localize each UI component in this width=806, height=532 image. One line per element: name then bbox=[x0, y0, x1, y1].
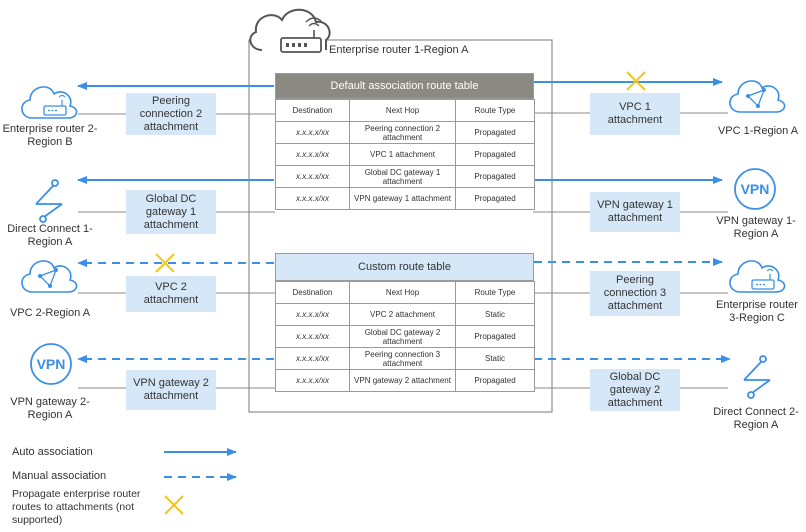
default-header-destination: Destination bbox=[275, 99, 350, 122]
table-cell: Propagated bbox=[455, 369, 535, 392]
er2-label: Enterprise router 2-Region B bbox=[2, 123, 98, 148]
custom-route-table: Destination Next Hop Route Type x.x.x.x/… bbox=[275, 281, 535, 392]
vpn-glyph-right: VPN bbox=[740, 181, 770, 197]
vpc2-label: VPC 2-Region A bbox=[9, 307, 91, 319]
dc2-icon bbox=[743, 355, 771, 399]
cross-icon-vpc2 bbox=[155, 253, 175, 273]
custom-table-title: Custom route table bbox=[275, 253, 534, 281]
vpngw2-label: VPN gateway 2-Region A bbox=[10, 396, 90, 421]
table-cell: x.x.x.x/xx bbox=[275, 325, 350, 348]
router-cloud-icon bbox=[249, 8, 331, 53]
dc2-label: Direct Connect 2-Region A bbox=[713, 406, 799, 431]
table-cell: VPN gateway 2 attachment bbox=[349, 369, 456, 392]
table-cell: Propagated bbox=[455, 143, 535, 166]
table-cell: x.x.x.x/xx bbox=[275, 187, 350, 210]
vpngw2-icon bbox=[30, 343, 72, 385]
table-row: x.x.x.x/xx VPN gateway 1 attachment Prop… bbox=[275, 187, 535, 210]
table-row: x.x.x.x/xx Peering connection 2 attachme… bbox=[275, 121, 535, 144]
table-cell: Global DC gateway 2 attachment bbox=[349, 325, 456, 348]
vpc1-attachment: VPC 1 attachment bbox=[590, 93, 680, 135]
table-cell: Peering connection 3 attachment bbox=[349, 347, 456, 370]
default-route-table: Destination Next Hop Route Type x.x.x.x/… bbox=[275, 99, 535, 210]
table-cell: x.x.x.x/xx bbox=[275, 369, 350, 392]
table-cell: Global DC gateway 1 attachment bbox=[349, 165, 456, 188]
table-cell: x.x.x.x/xx bbox=[275, 143, 350, 166]
table-row: x.x.x.x/xx Global DC gateway 2 attachmen… bbox=[275, 325, 535, 348]
vpngw2-attachment: VPN gateway 2 attachment bbox=[126, 370, 216, 410]
vpngw1-attachment: VPN gateway 1 attachment bbox=[590, 192, 680, 232]
table-cell: Propagated bbox=[455, 165, 535, 188]
table-row: x.x.x.x/xx VPC 1 attachment Propagated bbox=[275, 143, 535, 166]
custom-header-route-type: Route Type bbox=[455, 281, 535, 304]
globaldc1-attachment: Global DC gateway 1 attachment bbox=[126, 190, 216, 234]
peering2-attachment: Peering connection 2 attachment bbox=[126, 93, 216, 135]
table-row: x.x.x.x/xx VPC 2 attachment Static bbox=[275, 303, 535, 326]
vpc2-cloud-icon bbox=[21, 260, 78, 293]
vpc1-cloud-icon bbox=[729, 80, 786, 113]
table-cell: x.x.x.x/xx bbox=[275, 165, 350, 188]
dc1-icon bbox=[35, 179, 63, 223]
table-cell: Propagated bbox=[455, 325, 535, 348]
legend-propagate-label: Propagate enterprise router routes to at… bbox=[12, 488, 141, 526]
legend-manual-label: Manual association bbox=[12, 470, 107, 482]
vpngw1-icon bbox=[734, 168, 776, 210]
table-row: x.x.x.x/xx Global DC gateway 1 attachmen… bbox=[275, 165, 535, 188]
custom-header-destination: Destination bbox=[275, 281, 350, 304]
dc1-label: Direct Connect 1-Region A bbox=[7, 223, 93, 248]
vpc1-label: VPC 1-Region A bbox=[717, 125, 799, 137]
default-table-title: Default association route table bbox=[275, 73, 534, 99]
vpn-glyph-left: VPN bbox=[36, 356, 66, 372]
legend-auto-label: Auto association bbox=[12, 446, 93, 458]
custom-header-next-hop: Next Hop bbox=[349, 281, 456, 304]
legend-cross-icon bbox=[164, 495, 184, 515]
router-label: Enterprise router 1-Region A bbox=[329, 44, 469, 56]
vpngw1-label: VPN gateway 1-Region A bbox=[716, 215, 796, 240]
table-cell: Propagated bbox=[455, 121, 535, 144]
table-cell: Static bbox=[455, 303, 535, 326]
table-row: x.x.x.x/xx Peering connection 3 attachme… bbox=[275, 347, 535, 370]
table-cell: x.x.x.x/xx bbox=[275, 303, 350, 326]
table-cell: VPN gateway 1 attachment bbox=[349, 187, 456, 210]
er3-label: Enterprise router 3-Region C bbox=[716, 299, 798, 324]
table-row: x.x.x.x/xx VPN gateway 2 attachment Prop… bbox=[275, 369, 535, 392]
vpc2-attachment: VPC 2 attachment bbox=[126, 276, 216, 312]
default-header-route-type: Route Type bbox=[455, 99, 535, 122]
table-cell: x.x.x.x/xx bbox=[275, 347, 350, 370]
er2-cloud-icon bbox=[21, 86, 78, 119]
table-cell: VPC 1 attachment bbox=[349, 143, 456, 166]
cross-icon-vpc1 bbox=[626, 71, 646, 91]
table-cell: Static bbox=[455, 347, 535, 370]
default-header-next-hop: Next Hop bbox=[349, 99, 456, 122]
globaldc2-attachment: Global DC gateway 2 attachment bbox=[590, 369, 680, 411]
table-cell: Propagated bbox=[455, 187, 535, 210]
table-cell: VPC 2 attachment bbox=[349, 303, 456, 326]
er3-cloud-icon bbox=[729, 260, 786, 293]
table-cell: Peering connection 2 attachment bbox=[349, 121, 456, 144]
peering3-attachment: Peering connection 3 attachment bbox=[590, 271, 680, 316]
table-cell: x.x.x.x/xx bbox=[275, 121, 350, 144]
